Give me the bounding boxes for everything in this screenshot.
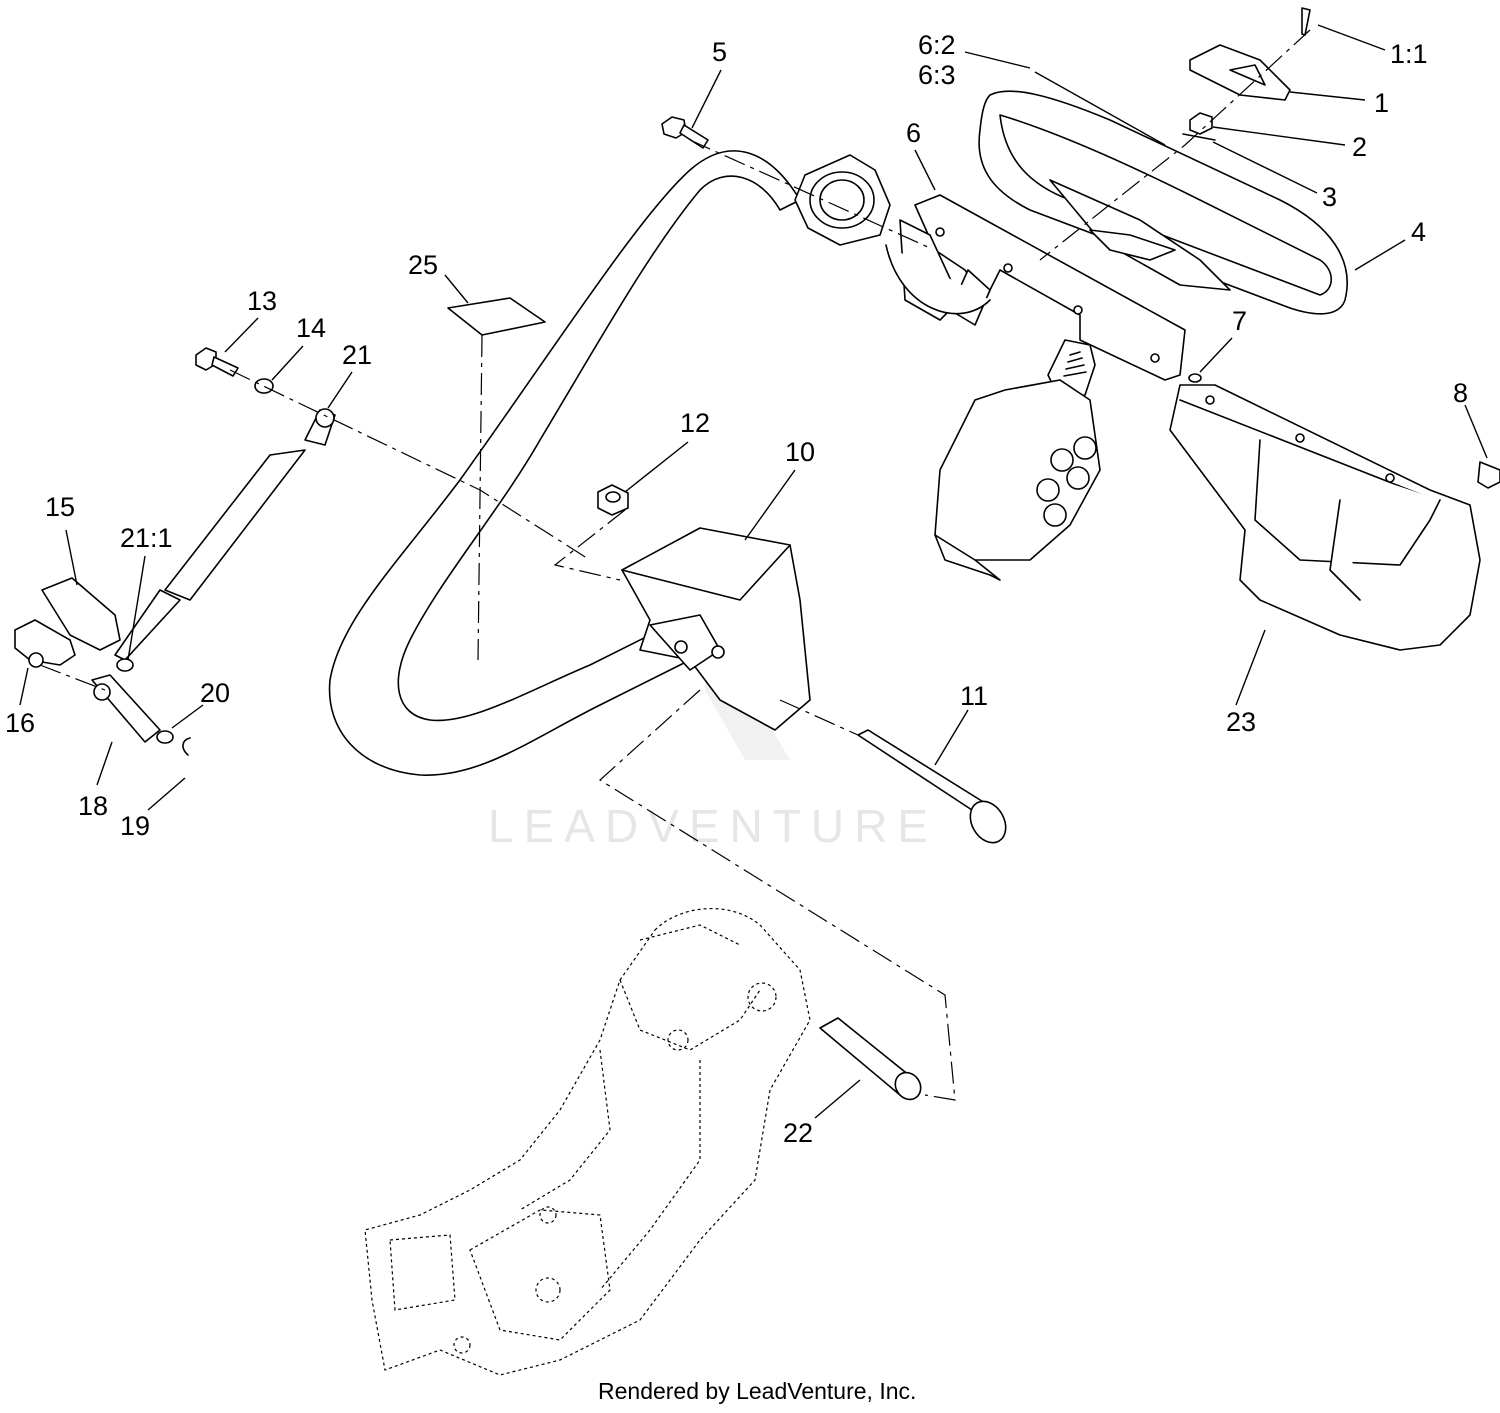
callout-8: 8 (1453, 378, 1468, 408)
washer-20-part (156, 730, 174, 744)
steering-shroud-part (1169, 384, 1481, 651)
watermark-text: LEADVENTURE (488, 800, 938, 852)
pivot-bracket-part (621, 527, 811, 731)
callout-12: 12 (680, 408, 710, 438)
frame-part (364, 908, 811, 1376)
callout-labels: 1:1 1 2 3 4 5 6:2 6:3 6 7 8 10 11 12 13 … (5, 30, 1468, 1148)
bushing-part (819, 1017, 922, 1101)
steering-column-tube-part (328, 150, 801, 776)
callout-22: 22 (783, 1118, 813, 1148)
assembly-centerlines (39, 29, 1311, 1101)
callout-4: 4 (1411, 217, 1426, 247)
callout-6-2: 6:2 (918, 30, 956, 60)
callout-3: 3 (1322, 182, 1337, 212)
callout-15: 15 (45, 492, 75, 522)
washer-part (1182, 133, 1216, 141)
decal-part (447, 297, 546, 336)
clip-part (1477, 461, 1500, 489)
latch-part (41, 577, 121, 651)
callout-19: 19 (120, 811, 150, 841)
callout-2: 2 (1352, 132, 1367, 162)
clevis-pin-part (91, 674, 161, 743)
callout-10: 10 (785, 437, 815, 467)
flange-nut-part (597, 484, 629, 516)
callout-5: 5 (712, 37, 727, 67)
retainer-part (116, 658, 134, 672)
callout-20: 20 (200, 678, 230, 708)
callout-25: 25 (408, 250, 438, 280)
e-clip-part (182, 737, 191, 756)
bolt-part (661, 116, 709, 149)
callout-7: 7 (1232, 306, 1247, 336)
callout-13: 13 (247, 286, 277, 316)
callout-18: 18 (78, 791, 108, 821)
callout-11: 11 (960, 681, 988, 711)
callout-1: 1 (1374, 88, 1389, 118)
column-flange-part (794, 154, 891, 246)
nut-part (1189, 112, 1213, 135)
latch-bracket-part (14, 619, 76, 668)
callout-21-1: 21:1 (120, 523, 173, 553)
callout-6-3: 6:3 (918, 60, 956, 90)
callout-14: 14 (296, 313, 326, 343)
hex-bolt-part (195, 347, 239, 377)
callout-1-1: 1:1 (1390, 39, 1428, 69)
leader-lines (19, 24, 1488, 1119)
steering-valve-part (934, 339, 1101, 581)
washer-14-part (254, 378, 274, 394)
callout-6: 6 (906, 118, 921, 148)
callout-21: 21 (342, 340, 372, 370)
callout-16: 16 (5, 708, 35, 738)
callout-23: 23 (1226, 707, 1256, 737)
pivot-pin-part (857, 729, 1007, 844)
steering-mount-plate-part (885, 194, 1186, 381)
screw-part (1188, 373, 1202, 383)
steering-wheel-part (978, 90, 1348, 315)
render-credit: Rendered by LeadVenture, Inc. (598, 1378, 916, 1404)
cap-part (1189, 44, 1291, 101)
